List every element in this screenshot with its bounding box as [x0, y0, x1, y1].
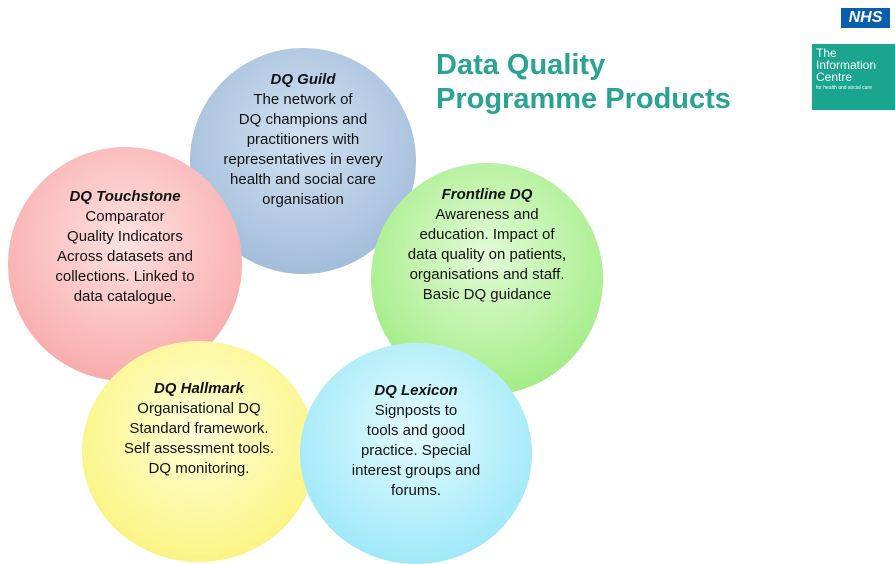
ic-logo-line-3: Centre — [816, 70, 853, 84]
dq-hallmark-title: DQ Hallmark — [153, 380, 245, 397]
dq-hallmark-description: Organisational DQ Standard framework. Se… — [123, 400, 275, 477]
frontline-dq-description: Awareness and education. Impact of data … — [407, 206, 567, 303]
dq-guild-title: DQ Guild — [270, 71, 336, 88]
nhs-logo: NHS — [841, 8, 890, 28]
dq-lexicon-circle: DQ Lexicon Signposts to tools and good p… — [300, 343, 532, 564]
dq-guild-description: The network of DQ champions and practiti… — [223, 91, 383, 208]
dq-hallmark-circle: DQ Hallmark Organisational DQ Standard f… — [82, 341, 316, 562]
ic-logo-line-2: Information — [816, 58, 877, 72]
dq-touchstone-title: DQ Touchstone — [69, 188, 181, 205]
ic-logo-tagline: for health and social care — [816, 85, 872, 91]
ic-logo-line-1: The — [816, 46, 837, 60]
dq-lexicon-title: DQ Lexicon — [374, 382, 458, 399]
dq-lexicon-description: Signposts to tools and good practice. Sp… — [351, 402, 481, 499]
dq-touchstone-description: Comparator Quality Indicators Across dat… — [55, 208, 195, 305]
page-title: Data Quality Programme Products — [436, 48, 731, 116]
information-centre-logo: The Information Centre for health and so… — [812, 44, 895, 110]
title-line-2: Programme Products — [436, 83, 731, 115]
title-line-1: Data Quality — [436, 49, 606, 81]
frontline-dq-title: Frontline DQ — [441, 186, 533, 203]
